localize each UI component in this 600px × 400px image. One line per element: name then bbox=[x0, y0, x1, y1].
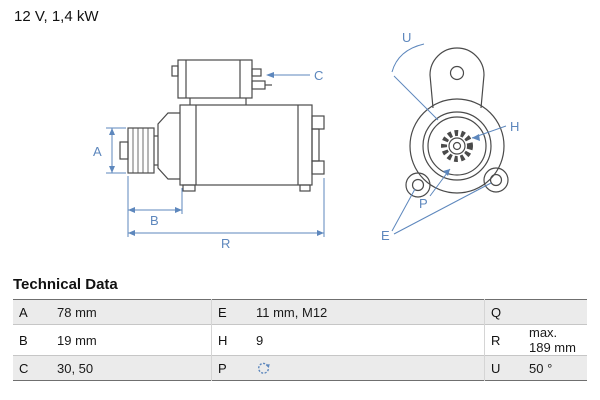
dimension-arrows bbox=[109, 72, 324, 236]
mounting-flange bbox=[405, 47, 509, 198]
pinion-gear bbox=[119, 127, 155, 174]
technical-drawing: A B C R U H P E bbox=[93, 30, 519, 251]
label-p: P bbox=[419, 196, 428, 211]
label-a: A bbox=[93, 144, 102, 159]
power-spec: 12 V, 1,4 kW bbox=[14, 8, 99, 25]
label-h: H bbox=[510, 119, 519, 134]
spec-key: E bbox=[211, 299, 250, 325]
label-r: R bbox=[221, 236, 230, 251]
spec-value: max. 189 mm bbox=[523, 324, 587, 356]
label-e: E bbox=[381, 228, 390, 243]
rotation-clockwise-icon bbox=[256, 361, 271, 376]
label-u: U bbox=[402, 30, 411, 45]
technical-data-section: Technical Data A 78 mm E 11 mm, M12 Q B … bbox=[13, 276, 587, 381]
dimension-lines bbox=[106, 74, 325, 237]
spec-key: Q bbox=[484, 299, 523, 325]
side-view bbox=[119, 59, 325, 192]
spec-value: 50 ° bbox=[523, 355, 587, 381]
table-row: A 78 mm E 11 mm, M12 Q bbox=[13, 299, 587, 325]
label-c: C bbox=[314, 68, 323, 83]
pinion-front bbox=[441, 130, 473, 162]
label-b: B bbox=[150, 213, 159, 228]
right-mounting-hole bbox=[489, 173, 503, 187]
table-title: Technical Data bbox=[13, 276, 118, 293]
motor-body bbox=[179, 104, 325, 192]
spec-key: C bbox=[13, 355, 51, 381]
spec-value: 78 mm bbox=[51, 299, 212, 325]
technical-data-table: A 78 mm E 11 mm, M12 Q B 19 mm H 9 R max… bbox=[13, 299, 587, 381]
spec-value: 19 mm bbox=[51, 324, 212, 356]
spec-value: 11 mm, M12 bbox=[250, 299, 485, 325]
spec-value: 9 bbox=[250, 324, 485, 356]
spec-value bbox=[250, 355, 485, 381]
spec-key: H bbox=[211, 324, 250, 356]
leader-arrows bbox=[443, 134, 480, 176]
table-row: C 30, 50 P U 50 ° bbox=[13, 355, 587, 381]
spec-key: A bbox=[13, 299, 51, 325]
drive-end bbox=[154, 112, 180, 180]
leader-lines bbox=[391, 43, 507, 235]
spec-value bbox=[523, 299, 587, 325]
table-row: B 19 mm H 9 R max. 189 mm bbox=[13, 324, 587, 356]
solenoid bbox=[171, 59, 272, 105]
spec-key: P bbox=[211, 355, 250, 381]
left-mounting-hole bbox=[411, 178, 425, 192]
spec-key: U bbox=[484, 355, 523, 381]
top-mounting-hole bbox=[449, 65, 465, 81]
spec-key: R bbox=[484, 324, 523, 356]
spec-key: B bbox=[13, 324, 51, 356]
spec-value: 30, 50 bbox=[51, 355, 212, 381]
front-view bbox=[405, 47, 509, 198]
